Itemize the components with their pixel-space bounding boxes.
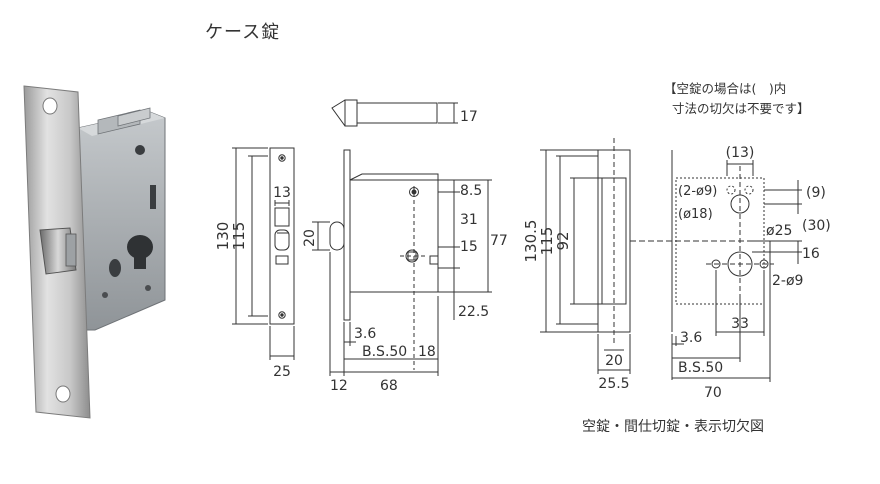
latch-opening [274, 229, 290, 251]
cutout-note: 【空錠の場合は( )内 寸法の切欠は不要です】 [664, 79, 810, 119]
cutout-hole-main [727, 251, 753, 277]
hole-big-label: (ø18) [678, 207, 713, 222]
screw-hole-right [759, 259, 769, 269]
small-hole-right [744, 185, 754, 195]
front-slot-width: 13 [273, 185, 291, 201]
product-photo [23, 85, 166, 419]
side-front-thickness: 3.6 [354, 326, 376, 342]
front-view [232, 147, 295, 360]
cutout-height-outer: 130.5 [522, 220, 540, 263]
small-hole-left [726, 185, 736, 195]
face-plate-outline [269, 147, 295, 325]
dim-33: 33 [731, 316, 749, 332]
latch-height-dim: 20 [302, 229, 318, 247]
door-edge [597, 149, 631, 333]
case-depth-dim: 68 [380, 378, 398, 394]
front-height-outer: 130 [214, 222, 232, 251]
front-height-inner: 115 [230, 222, 248, 251]
cutout-view [540, 138, 802, 382]
side-face-plate [343, 149, 351, 321]
cutout-backset: B.S.50 [678, 360, 723, 376]
screw-hole-left [711, 259, 721, 269]
page-title: ケース錠 [205, 22, 281, 43]
latch-slot [274, 207, 290, 227]
dim-77: 77 [490, 233, 508, 249]
dim-9-paren: (9) [806, 185, 826, 201]
note-line-1: 【空錠の場合は( )内 [664, 81, 787, 96]
dim-18: 18 [418, 344, 436, 360]
note-line-2: 寸法の切欠は不要です】 [672, 101, 810, 116]
face-thickness-dim: 12 [330, 378, 348, 394]
cutout-height-inner: 92 [554, 231, 572, 250]
front-width: 25 [273, 364, 291, 380]
diagram-caption: 空錠・間仕切錠・表示切欠図 [582, 419, 764, 435]
dim-bottom: 22.5 [458, 304, 489, 320]
screw-hole-bottom [278, 311, 286, 319]
screw-hole-top [278, 154, 286, 162]
latch-bolt-top [344, 99, 358, 127]
dim-15: 15 [460, 239, 478, 255]
dim-25: ø25 [766, 223, 792, 239]
holes-label: 2-ø9 [772, 273, 803, 289]
deadbolt-slot [275, 255, 289, 265]
hole-small-label: (2-ø9) [678, 184, 717, 199]
latch-side [329, 221, 345, 251]
cutout-height-mid: 115 [538, 227, 556, 256]
side-backset: B.S.50 [362, 344, 407, 360]
total-depth-dim: 70 [704, 385, 722, 401]
case-body [349, 179, 439, 293]
plate-width-dim: 25.5 [598, 376, 629, 392]
dim-13-paren: (13) [726, 145, 755, 161]
cutout-front-thickness: 3.6 [680, 330, 702, 346]
side-view [312, 99, 492, 376]
latch-length-dim: 17 [460, 109, 478, 125]
dim-top: 8.5 [460, 183, 482, 199]
cut-width-dim: 20 [605, 353, 623, 369]
dim-16: 16 [802, 246, 820, 262]
dim-31: 31 [460, 212, 478, 228]
dim-30-paren: (30) [802, 218, 831, 234]
